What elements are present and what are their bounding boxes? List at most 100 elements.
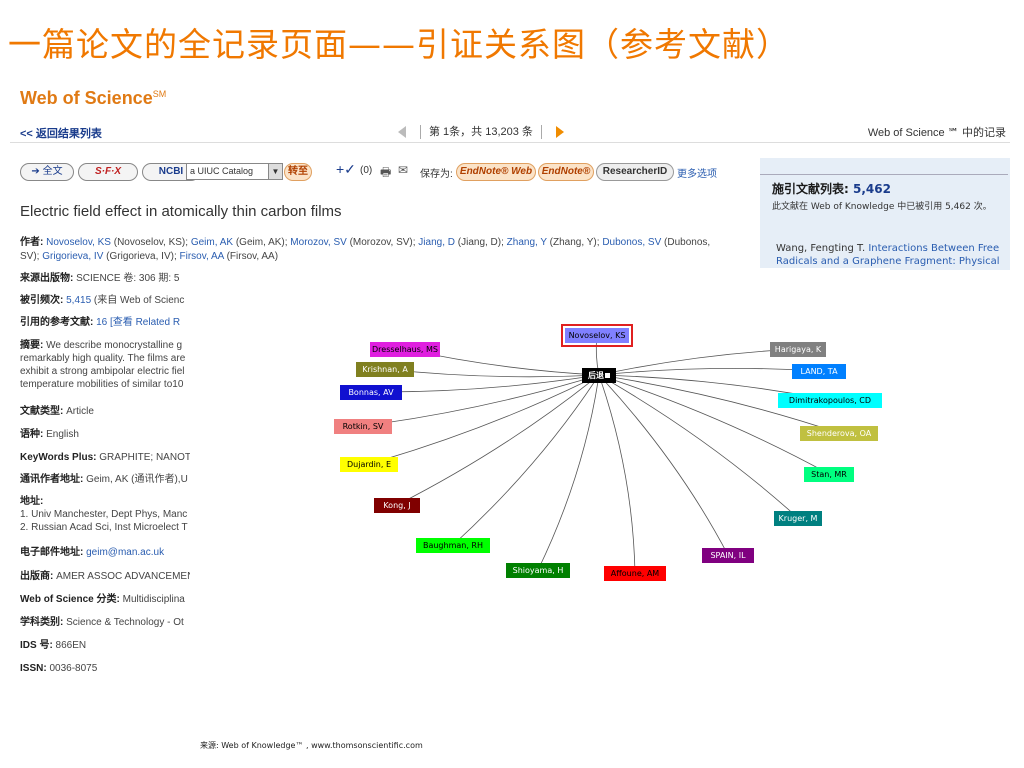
more-options-link[interactable]: 更多选项 — [677, 169, 717, 180]
citation-map-node[interactable]: Kong, J — [374, 498, 420, 513]
records-label: Web of Science ℠ 中的记录 — [867, 127, 1006, 139]
author-link[interactable]: Zhang, Y — [506, 237, 547, 248]
record-toolbar: ➔ 全文 S·F·X NCBI a UIUC Catalog▼ 转至 +✓ (0… — [20, 161, 740, 185]
fulltext-button[interactable]: ➔ 全文 — [20, 163, 74, 181]
email-link[interactable]: geim@man.ac.uk — [83, 547, 165, 558]
author-link[interactable]: Grigorieva, IV — [42, 251, 104, 262]
citation-map-edge — [598, 374, 729, 556]
citation-map-edge — [362, 374, 600, 427]
citation-map-center-node[interactable]: 后退 — [582, 368, 616, 383]
citation-map-edge — [598, 374, 799, 519]
author-text: (Jiang, D); — [454, 237, 507, 248]
citation-map-node[interactable]: Affoune, AM — [604, 566, 666, 581]
citation-map-node[interactable]: Rotkin, SV — [334, 419, 392, 434]
citation-map-node[interactable]: SPAIN, IL — [702, 548, 754, 563]
citation-map-edge — [598, 374, 840, 434]
center-node-label: 后退 — [588, 371, 604, 380]
authors-label: 作者: — [20, 237, 44, 248]
doctype-value: Article — [63, 406, 94, 417]
footer-source-note: 来源: Web of Knowledge™ , www.thomsonscien… — [200, 741, 423, 750]
author-link[interactable]: Novoselov, KS — [46, 237, 111, 248]
times-cited-rest: (来自 Web of Scienc — [91, 295, 185, 306]
author-text: SV); — [20, 251, 43, 262]
citation-map-node[interactable]: Krishnan, A — [356, 362, 414, 377]
citation-map-node[interactable]: Shenderova, OA — [800, 426, 878, 441]
email-icon[interactable]: ✉ — [398, 163, 409, 177]
source-value: SCIENCE 卷: 306 期: 5 — [73, 273, 180, 284]
catalog-select[interactable]: a UIUC Catalog ▼ — [186, 163, 283, 180]
author-text: (Zhang, Y); — [546, 237, 603, 248]
authors-list-cont: SV); Grigorieva, IV (Grigorieva, IV); Fi… — [20, 251, 278, 262]
citation-map-node[interactable]: Baughman, RH — [416, 538, 490, 553]
chevron-down-icon[interactable]: ▼ — [268, 164, 282, 179]
language-row: 语种: English — [20, 428, 79, 441]
publisher-row: 出版商: AMER ASSOC ADVANCEMEN — [20, 570, 194, 583]
record-navbar: << 返回结果列表 第 1条，共 13,203 条 Web of Science… — [10, 118, 1010, 143]
citing-articles-panel: 施引文献列表: 5,462 此文献在 Web of Knowledge 中已被引… — [760, 158, 1010, 270]
citation-map-node[interactable]: Dresselhaus, MS — [370, 342, 440, 357]
issn-row: ISSN: 0036-8075 — [20, 662, 97, 675]
author-link[interactable]: Firsov, AA — [179, 251, 224, 262]
author-link[interactable]: Morozov, SV — [290, 237, 347, 248]
citation-map-node[interactable]: LAND, TA — [792, 364, 846, 379]
publisher-label: 出版商: — [20, 571, 54, 582]
citation-map-node[interactable]: Shioyama, H — [506, 563, 570, 578]
citation-map-node[interactable]: Dujardin, E — [340, 457, 398, 472]
citation-map-edge — [598, 348, 799, 376]
doctype-label: 文献类型: — [20, 406, 64, 417]
address-line-1: 1. Univ Manchester, Dept Phys, Manc — [20, 509, 188, 520]
references-link[interactable]: 16 [查看 Related R — [93, 317, 181, 328]
subject-label: 学科类别: — [20, 617, 64, 628]
expand-icon[interactable] — [605, 373, 610, 378]
researcherid-button[interactable]: ResearcherID — [596, 163, 674, 181]
citation-map-node[interactable]: Kruger, M — [774, 511, 822, 526]
subject-row: 学科类别: Science & Technology - Ot — [20, 616, 184, 629]
wos-category-label: Web of Science 分类: — [20, 594, 120, 605]
abstract-line-4: temperature mobilities of similar to10 — [20, 379, 184, 390]
wos-logo-sup: SM — [152, 89, 167, 99]
goto-button[interactable]: 转至 — [284, 163, 312, 181]
citation-map-edge — [452, 374, 600, 546]
wos-category-row: Web of Science 分类: Multidisciplina — [20, 593, 185, 606]
citation-map-node[interactable]: Bonnas, AV — [340, 385, 402, 400]
citing-articles-label: 施引文献列表: — [772, 182, 849, 196]
times-cited-link[interactable]: 5,415 — [66, 295, 92, 306]
citation-map-edges — [362, 334, 840, 574]
previous-record-icon[interactable] — [398, 126, 406, 139]
ids-row: IDS 号: 866EN — [20, 639, 86, 652]
pager-text: 第 1条，共 13,203 条 — [429, 126, 533, 138]
citing-articles-count[interactable]: 5,462 — [853, 182, 891, 196]
print-icon[interactable]: 🖶 — [380, 165, 392, 179]
add-to-marked-list-icon[interactable]: +✓ — [336, 161, 356, 177]
author-text: (Firsov, AA) — [223, 251, 279, 262]
marked-count: (0) — [360, 165, 373, 176]
slide-title: 一篇论文的全记录页面——引证关系图（参考文献） — [8, 25, 790, 64]
record-pager: 第 1条，共 13,203 条 — [398, 123, 564, 140]
endnote-web-button[interactable]: EndNote® Web — [456, 163, 536, 181]
catalog-select-value: a UIUC Catalog — [190, 166, 254, 176]
citation-map-node[interactable]: Novoselov, KS — [561, 324, 633, 347]
times-cited-label: 被引频次: — [20, 295, 64, 306]
next-record-icon[interactable] — [555, 126, 564, 139]
citing-article-item: Wang, Fengting T. Interactions Between F… — [776, 242, 1001, 268]
abstract-line-2: remarkably high quality. The films are — [20, 353, 186, 364]
author-link[interactable]: Dubonos, SV — [602, 237, 662, 248]
author-link[interactable]: Geim, AK — [190, 237, 234, 248]
citation-map-edge — [368, 374, 600, 465]
abstract-line-3: exhibit a strong ambipolar electric fiel — [20, 366, 185, 377]
citing-article-author: Wang, Fengting T. — [776, 243, 869, 254]
issn-label: ISSN: — [20, 663, 47, 674]
email-row: 电子邮件地址: geim@man.ac.uk — [20, 546, 164, 559]
sfx-button[interactable]: S·F·X — [78, 163, 138, 181]
citation-map-node[interactable]: Dimitrakopoulos, CD — [778, 393, 882, 408]
citation-map-node[interactable]: Harigaya, K — [770, 342, 826, 357]
back-to-results-link[interactable]: << 返回结果列表 — [20, 128, 102, 140]
endnote-button[interactable]: EndNote® — [538, 163, 594, 181]
language-label: 语种: — [20, 429, 44, 440]
citation-map-node[interactable]: Stan, MR — [804, 467, 854, 482]
citing-article-link[interactable]: Interactions Between Free Radicals and a… — [776, 243, 1000, 267]
author-link[interactable]: Jiang, D — [418, 237, 455, 248]
issn-value: 0036-8075 — [46, 663, 98, 674]
times-cited-row: 被引频次: 5,415 (来自 Web of Scienc — [20, 294, 184, 307]
citation-map-edge — [598, 367, 820, 376]
